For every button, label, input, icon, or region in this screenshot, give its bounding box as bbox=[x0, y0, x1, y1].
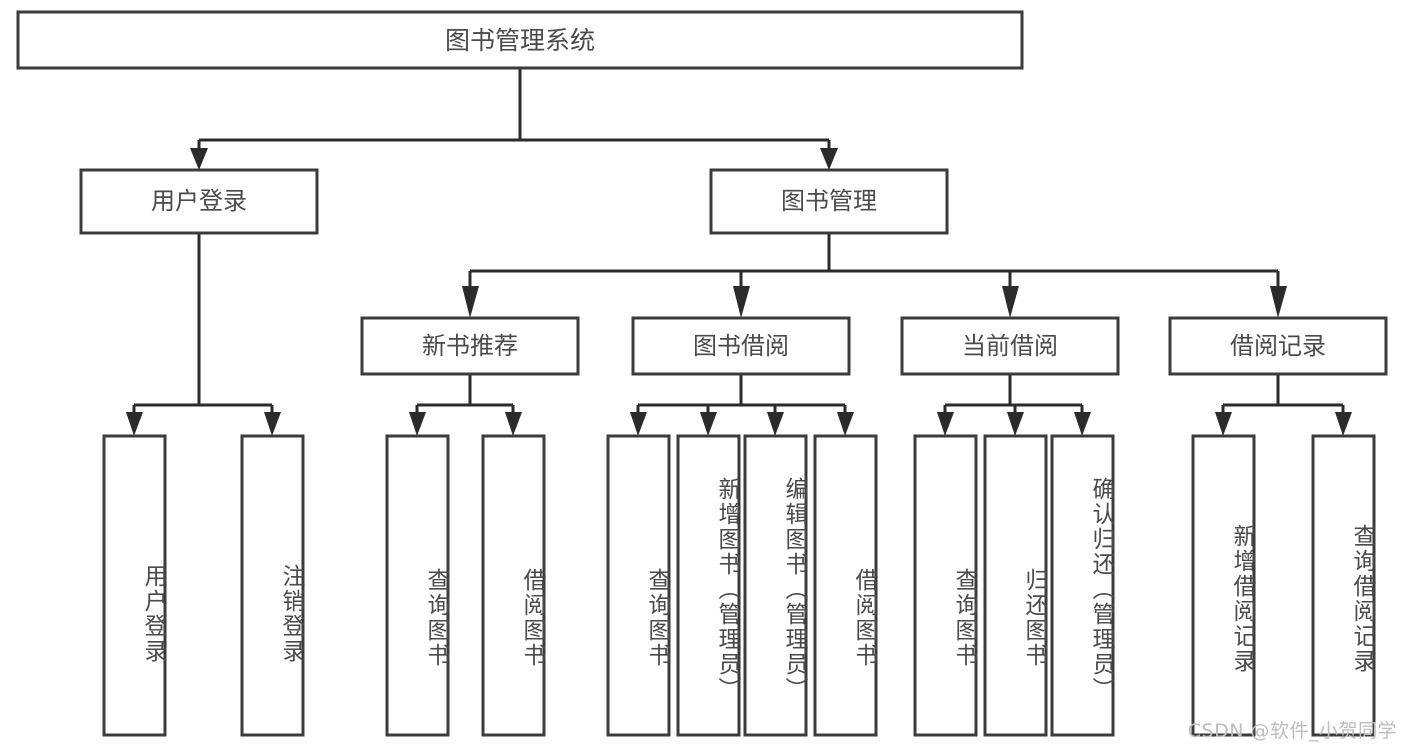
leaf-box-query-book-a[interactable] bbox=[385, 434, 450, 737]
user-login-label: 用户登录 bbox=[151, 187, 247, 215]
book-management-box-shape bbox=[709, 168, 949, 235]
connectors-current-borrow-to-leaves bbox=[937, 374, 1091, 436]
node-root-system[interactable]: 图书管理系统 bbox=[16, 10, 1024, 70]
arrow-leaf-add-borrow-record bbox=[1215, 412, 1232, 436]
connectors-user-login-to-leaves bbox=[126, 233, 281, 436]
leaf-box-return-book[interactable] bbox=[983, 434, 1048, 737]
connectors-root-to-level2 bbox=[190, 68, 838, 170]
arrow-leaf-query-book-c bbox=[937, 412, 954, 436]
borrow-record-box-shape bbox=[1168, 316, 1388, 376]
arrow-leaf-query-book-b bbox=[630, 412, 647, 436]
root-box-shape bbox=[16, 10, 1024, 70]
new-book-recommend-label: 新书推荐 bbox=[422, 332, 518, 360]
leaf-box-query-borrow-record[interactable] bbox=[1311, 434, 1376, 737]
connectors-borrow-record-to-leaves bbox=[1215, 374, 1352, 436]
root-box-label: 图书管理系统 bbox=[445, 26, 595, 55]
arrow-leaf-return-book bbox=[1007, 412, 1024, 436]
arrow-leaf-edit-book bbox=[767, 412, 784, 436]
arrow-leaf-logout-login bbox=[264, 412, 281, 436]
arrow-to-book-mgmt bbox=[820, 148, 838, 170]
leaf-box-query-book-c[interactable] bbox=[913, 434, 978, 737]
node-user-login[interactable]: 用户登录 bbox=[79, 168, 319, 235]
node-current-borrow[interactable]: 当前借阅 bbox=[900, 316, 1120, 376]
arrow-leaf-borrow-book-a bbox=[505, 412, 522, 436]
node-borrow-record[interactable]: 借阅记录 bbox=[1168, 316, 1388, 376]
arrow-leaf-confirm-return bbox=[1074, 412, 1091, 436]
new-book-recommend-box-shape bbox=[360, 316, 580, 376]
arrow-leaf-query-borrow-record bbox=[1335, 412, 1352, 436]
leaf-box-add-borrow-record[interactable] bbox=[1191, 434, 1256, 737]
leaf-box-query-book-b[interactable] bbox=[606, 434, 671, 737]
arrow-to-new-book-recommend bbox=[462, 286, 479, 318]
leaf-boxes-group bbox=[102, 434, 1376, 737]
arrow-to-borrow-record bbox=[1270, 286, 1287, 318]
user-login-box-shape bbox=[79, 168, 319, 235]
book-management-label: 图书管理 bbox=[781, 187, 877, 215]
book-borrow-label: 图书借阅 bbox=[693, 332, 789, 360]
node-new-book-recommend[interactable]: 新书推荐 bbox=[360, 316, 580, 376]
connectors-new-book-to-leaves bbox=[409, 374, 522, 436]
leaf-box-borrow-book-a[interactable] bbox=[481, 434, 546, 737]
book-borrow-box-shape bbox=[631, 316, 851, 376]
arrow-to-user-login bbox=[190, 148, 208, 170]
node-book-management[interactable]: 图书管理 bbox=[709, 168, 949, 235]
arrow-to-current-borrow bbox=[1002, 286, 1019, 318]
leaf-box-user-login[interactable] bbox=[102, 434, 167, 737]
leaf-box-borrow-book-b[interactable] bbox=[813, 434, 878, 737]
connectors-book-mgmt-to-level3 bbox=[462, 233, 1287, 318]
node-book-borrow[interactable]: 图书借阅 bbox=[631, 316, 851, 376]
arrow-leaf-borrow-book-b bbox=[837, 412, 854, 436]
leaf-box-add-book[interactable] bbox=[676, 434, 741, 737]
current-borrow-label: 当前借阅 bbox=[962, 332, 1058, 360]
leaf-box-edit-book[interactable] bbox=[743, 434, 808, 737]
csdn-watermark: CSDN @软件_小贺同学 bbox=[1187, 720, 1397, 742]
leaf-box-confirm-return[interactable] bbox=[1050, 434, 1115, 737]
leaf-box-logout-login[interactable] bbox=[240, 434, 305, 737]
arrow-leaf-add-book bbox=[700, 412, 717, 436]
connectors-book-borrow-to-leaves bbox=[630, 374, 854, 436]
arrow-leaf-query-book-a bbox=[409, 412, 426, 436]
borrow-record-label: 借阅记录 bbox=[1230, 332, 1326, 360]
current-borrow-box-shape bbox=[900, 316, 1120, 376]
arrow-leaf-user-login bbox=[126, 412, 143, 436]
arrow-to-book-borrow bbox=[733, 286, 750, 318]
